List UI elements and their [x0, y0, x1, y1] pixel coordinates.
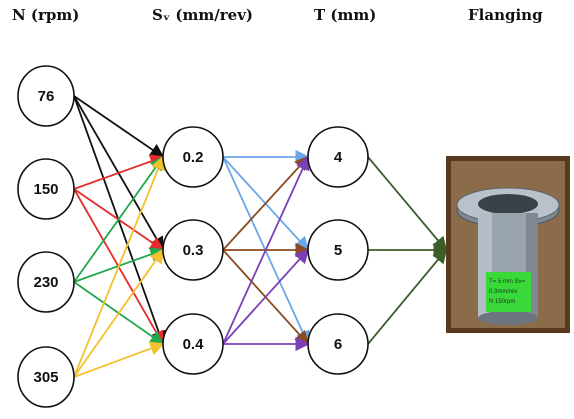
node-label: 76 [38, 88, 55, 105]
header-n-rpm: N (rpm) [12, 6, 80, 24]
node-label: 0.4 [183, 336, 205, 353]
edge-sv0.3-t4 [222, 155, 310, 251]
edge-n305-sv0.3 [73, 248, 165, 378]
node-label: 4 [334, 149, 343, 166]
connection-edges [73, 95, 448, 378]
node-circle [307, 219, 369, 281]
node-label: 0.2 [183, 149, 204, 166]
node-circle [17, 65, 75, 127]
node-circle [162, 219, 224, 281]
node-label: 230 [33, 274, 58, 291]
node-sv-0.2: 0.2 [162, 126, 224, 188]
node-n-305: 305 [17, 346, 75, 408]
node-circle [162, 313, 224, 375]
node-label: 305 [33, 369, 58, 386]
node-circle [307, 313, 369, 375]
node-n-76: 76 [17, 65, 75, 127]
node-sv-0.4: 0.4 [162, 313, 224, 375]
cup-sticker-label [486, 272, 531, 312]
node-circle [17, 158, 75, 220]
node-t-4: 4 [307, 126, 369, 188]
node-circle [162, 126, 224, 188]
edge-t6-flanging [367, 248, 448, 345]
cup-opening [478, 194, 538, 214]
cup-bottom [478, 311, 538, 325]
node-label: 6 [334, 336, 342, 353]
node-t-6: 6 [307, 313, 369, 375]
edge-sv0.4-t4 [222, 155, 310, 345]
flanged-cup-photo: T= 5 mm Sv= 0.3mm/rev N 150rpm [446, 156, 570, 333]
node-label: 0.3 [183, 242, 204, 259]
header-sv-mm-rev: Sᵥ (mm/rev) [152, 6, 254, 24]
node-circle [17, 251, 75, 313]
edge-n305-sv0.4 [73, 341, 165, 378]
node-n-230: 230 [17, 251, 75, 313]
node-sv-0.3: 0.3 [162, 219, 224, 281]
edge-n305-sv0.2 [73, 155, 165, 378]
sticker-line-2: 0.3mm/rev [489, 289, 517, 295]
node-t-5: 5 [307, 219, 369, 281]
edge-n230-sv0.2 [73, 155, 165, 283]
node-circle [17, 346, 75, 408]
network-nodes: 76 150 230 305 0.2 0.3 0.4 4 5 6 [17, 65, 369, 408]
node-label: 5 [334, 242, 342, 259]
header-t-mm: T (mm) [314, 6, 377, 24]
node-circle [307, 126, 369, 188]
edge-t4-flanging [367, 156, 448, 252]
sticker-line-1: T= 5 mm Sv= [489, 279, 526, 285]
sticker-line-3: N 150rpm [489, 299, 515, 305]
node-n-150: 150 [17, 158, 75, 220]
edge-n150-sv0.2 [73, 154, 165, 190]
header-flanging: Flanging [468, 6, 543, 24]
edge-sv0.4-t5 [222, 248, 310, 345]
edge-n76-sv0.2 [73, 95, 165, 159]
node-label: 150 [33, 181, 58, 198]
